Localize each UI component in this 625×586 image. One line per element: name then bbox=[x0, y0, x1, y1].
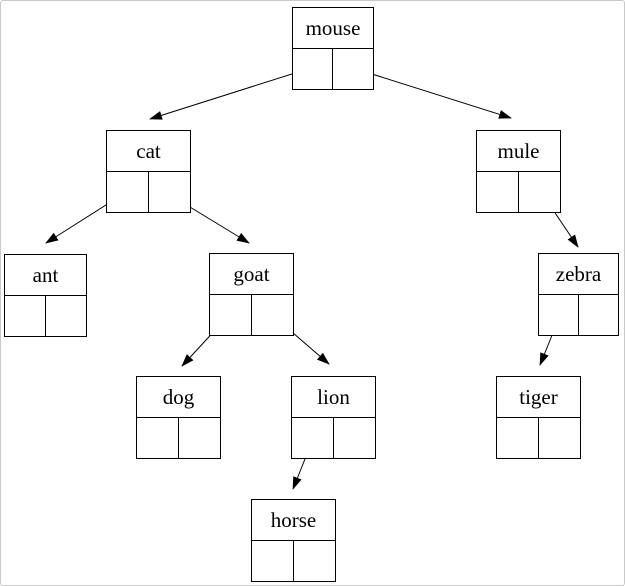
node-label: dog bbox=[136, 376, 221, 418]
tree-node-tiger: tiger bbox=[496, 376, 581, 459]
node-label: zebra bbox=[538, 253, 619, 295]
tree-node-mule: mule bbox=[476, 130, 561, 213]
right-pointer-cell bbox=[519, 172, 561, 212]
left-pointer-cell bbox=[252, 541, 294, 581]
pointer-cells bbox=[251, 541, 336, 582]
tree-node-zebra: zebra bbox=[538, 253, 619, 336]
right-pointer-cell bbox=[149, 172, 191, 212]
node-label: cat bbox=[106, 130, 191, 172]
right-pointer-cell bbox=[294, 541, 336, 581]
tree-node-dog: dog bbox=[136, 376, 221, 459]
tree-node-lion: lion bbox=[291, 376, 376, 459]
right-pointer-cell bbox=[579, 295, 619, 335]
left-pointer-cell bbox=[539, 295, 579, 335]
right-pointer-cell bbox=[179, 418, 221, 458]
left-pointer-cell bbox=[477, 172, 519, 212]
left-pointer-cell bbox=[292, 418, 334, 458]
right-pointer-cell bbox=[333, 49, 373, 89]
left-pointer-cell bbox=[5, 296, 46, 336]
left-pointer-cell bbox=[497, 418, 539, 458]
pointer-cells bbox=[496, 418, 581, 459]
node-label: horse bbox=[251, 499, 336, 541]
node-label: goat bbox=[209, 253, 294, 295]
tree-node-horse: horse bbox=[251, 499, 336, 582]
node-label: mouse bbox=[292, 7, 374, 49]
left-pointer-cell bbox=[137, 418, 179, 458]
left-pointer-cell bbox=[293, 49, 333, 89]
right-pointer-cell bbox=[46, 296, 87, 336]
pointer-cells bbox=[292, 49, 374, 90]
pointer-cells bbox=[538, 295, 619, 336]
pointer-cells bbox=[291, 418, 376, 459]
arrow-mouse-to-mule bbox=[352, 67, 512, 119]
tree-node-ant: ant bbox=[4, 254, 87, 337]
right-pointer-cell bbox=[334, 418, 376, 458]
left-pointer-cell bbox=[210, 295, 252, 335]
node-label: tiger bbox=[496, 376, 581, 418]
node-label: ant bbox=[4, 254, 87, 296]
right-pointer-cell bbox=[539, 418, 581, 458]
tree-node-cat: cat bbox=[106, 130, 191, 213]
right-pointer-cell bbox=[252, 295, 294, 335]
left-pointer-cell bbox=[107, 172, 149, 212]
node-label: mule bbox=[476, 130, 561, 172]
node-label: lion bbox=[291, 376, 376, 418]
tree-node-goat: goat bbox=[209, 253, 294, 336]
pointer-cells bbox=[4, 296, 87, 337]
tree-node-mouse: mouse bbox=[292, 7, 374, 90]
arrow-mouse-to-cat bbox=[149, 66, 315, 120]
pointer-cells bbox=[106, 172, 191, 213]
pointer-cells bbox=[209, 295, 294, 336]
pointer-cells bbox=[136, 418, 221, 459]
pointer-cells bbox=[476, 172, 561, 213]
